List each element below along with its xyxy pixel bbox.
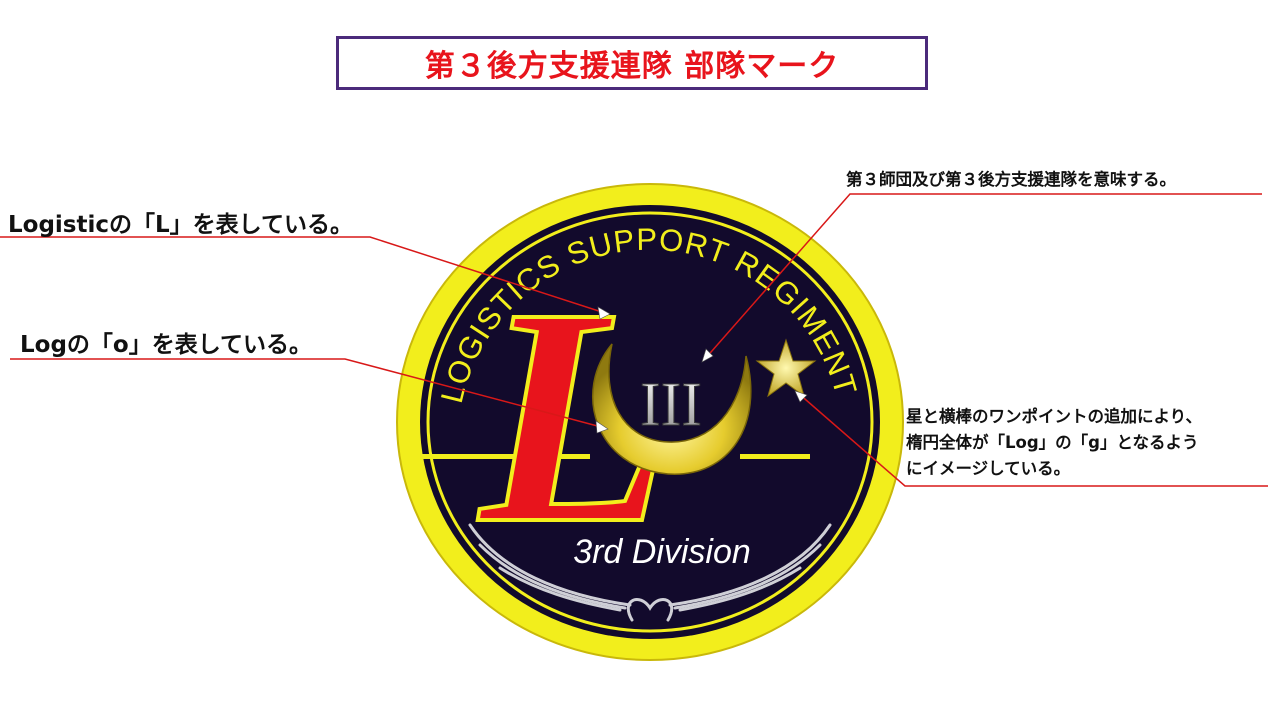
annotation-log-g-line-3: にイメージしている。 bbox=[906, 459, 1071, 478]
annotation-log-g-line-1: 星と横棒のワンポイントの追加により、 bbox=[906, 407, 1203, 426]
horizontal-bar-left bbox=[422, 454, 590, 459]
emblem-inner-line bbox=[426, 211, 874, 633]
annotation-leaders bbox=[0, 193, 1268, 487]
arrowhead-third bbox=[701, 348, 714, 363]
annotation-log-g: 星と横棒のワンポイントの追加により、 楕円全体が「Log」の「g」となるよう に… bbox=[906, 404, 1202, 482]
arrowhead-log-g bbox=[794, 390, 808, 403]
annotation-log-o: Logの「o」を表している。 bbox=[20, 332, 313, 358]
emblem-field bbox=[420, 205, 880, 639]
horizontal-bar-right bbox=[740, 454, 810, 459]
emblem-star bbox=[755, 338, 817, 398]
emblem-ring-edge bbox=[396, 183, 904, 661]
emblem-crescent-moon bbox=[591, 343, 752, 475]
annotation-logistic-l: Logisticの「L」を表している。 bbox=[8, 212, 353, 238]
emblem-division-text: 3rd Division bbox=[573, 533, 751, 571]
leader-log-o bbox=[10, 358, 606, 429]
title-box: 第３後方支援連隊 部隊マーク bbox=[336, 36, 928, 90]
arrowhead-log-o bbox=[595, 420, 609, 434]
annotation-log-g-line-2: 楕円全体が「Log」の「g」となるよう bbox=[906, 433, 1199, 452]
page-title: 第３後方支援連隊 部隊マーク bbox=[424, 49, 840, 84]
emblem-laurel-wings bbox=[468, 523, 832, 622]
leader-logistic-l bbox=[0, 236, 609, 315]
emblem-roman-numeral: III bbox=[640, 371, 702, 439]
annotation-arrowheads bbox=[595, 306, 808, 434]
leader-log-g bbox=[797, 392, 1268, 487]
arrowhead-logistic-l bbox=[597, 306, 611, 320]
leader-third bbox=[703, 193, 1262, 361]
annotation-third-division: 第３師団及び第３後方支援連隊を意味する。 bbox=[846, 170, 1176, 189]
